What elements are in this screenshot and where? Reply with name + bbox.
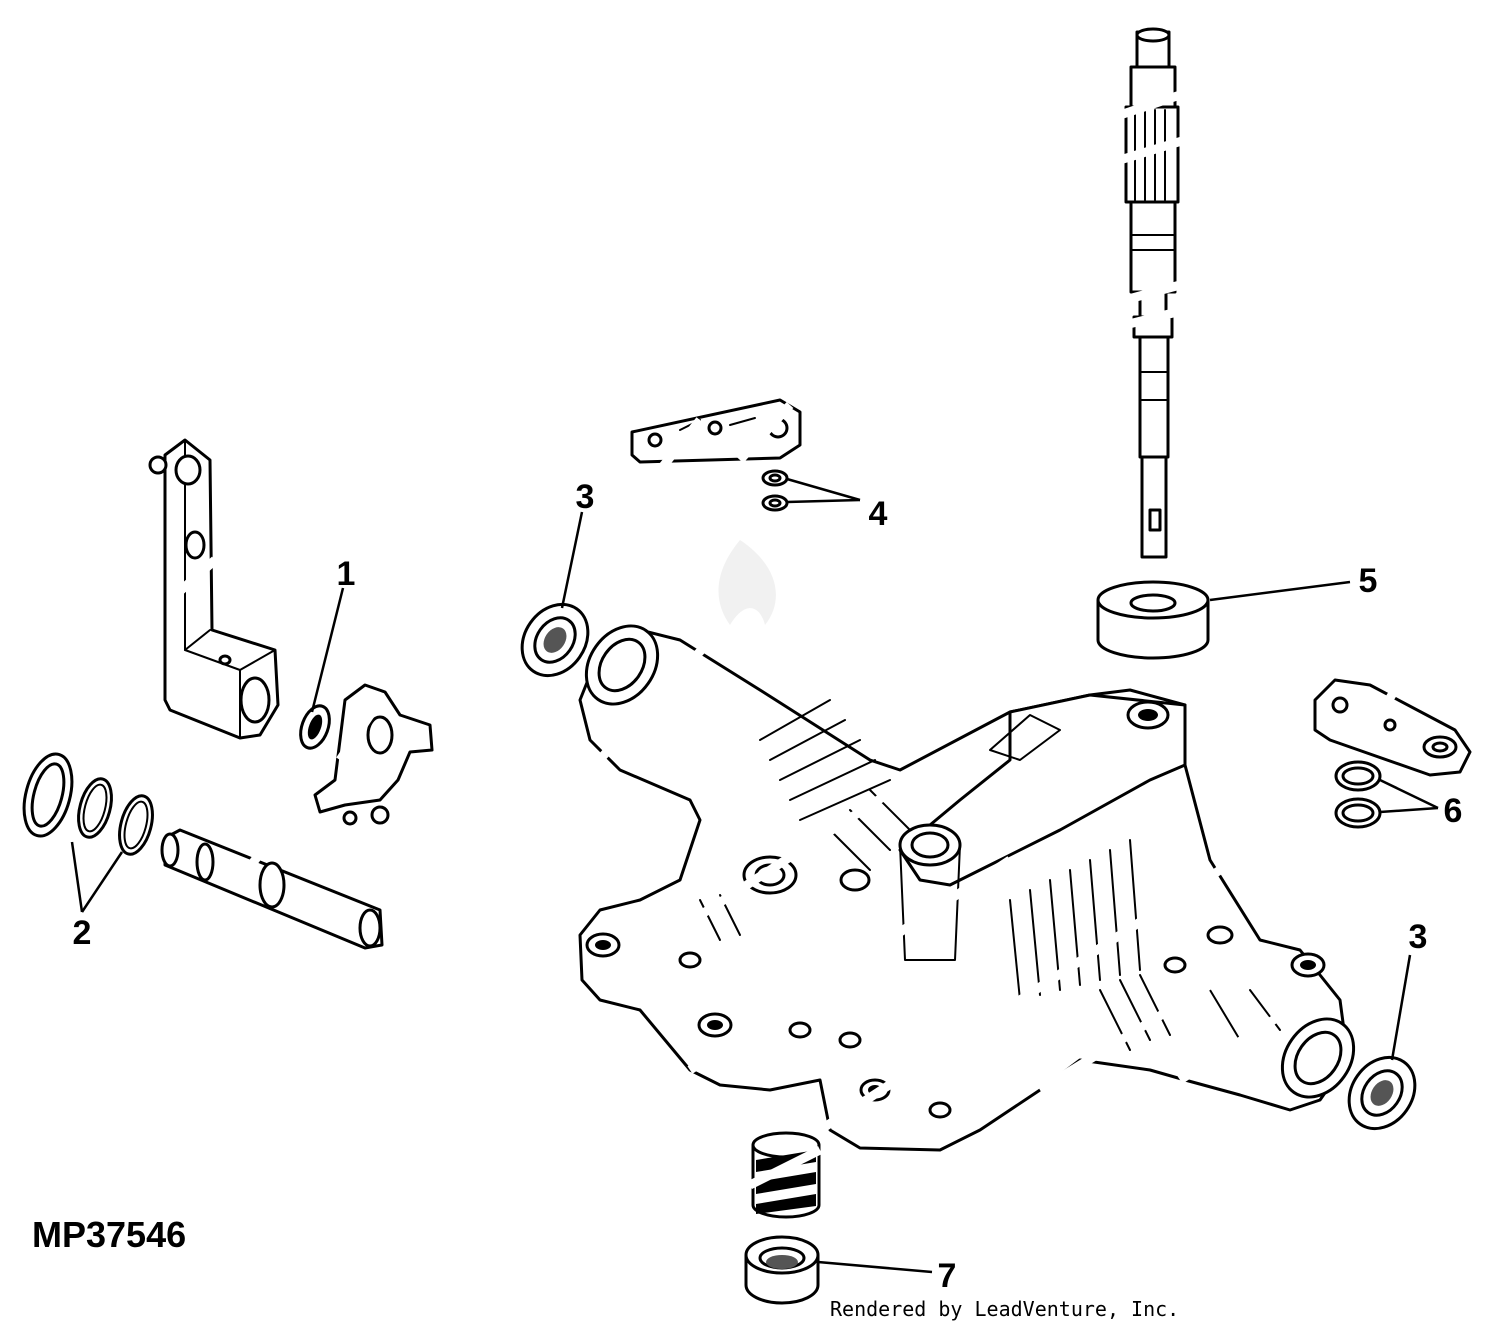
leader-3-lower <box>1390 954 1412 1061</box>
callout-4: 4 <box>869 495 888 533</box>
control-arm <box>148 438 280 740</box>
callout-7: 7 <box>938 1257 957 1295</box>
top-bracket <box>630 398 802 473</box>
transmission-housing <box>578 624 1356 1152</box>
seal-3-upper <box>520 602 590 678</box>
callout-6: 6 <box>1444 792 1463 830</box>
right-bracket <box>1313 678 1472 777</box>
spring <box>747 1131 823 1219</box>
figure-id: MP37546 <box>32 1214 186 1255</box>
rings-2 <box>22 752 154 856</box>
pivot-shaft <box>160 828 384 950</box>
leader-1 <box>310 587 345 713</box>
credit-text: Rendered by LeadVenture, Inc. <box>830 1297 1179 1321</box>
bushing-7 <box>744 1235 820 1305</box>
callout-2: 2 <box>73 914 92 952</box>
seal-3-lower <box>1347 1055 1417 1131</box>
washers-6 <box>1334 760 1382 829</box>
washers-4 <box>761 469 789 512</box>
seal-1 <box>299 704 331 750</box>
leader-6a <box>1379 778 1439 810</box>
leader-5 <box>1209 580 1351 602</box>
lever-arm <box>313 683 434 826</box>
leader-lines <box>70 477 1439 1274</box>
callout-3-lower: 3 <box>1409 918 1428 956</box>
callout-5: 5 <box>1359 562 1378 600</box>
callout-1: 1 <box>337 555 356 593</box>
callout-3-upper: 3 <box>576 478 595 516</box>
leader-3-upper <box>560 511 584 609</box>
leader-2a <box>70 841 84 913</box>
bearing-ring <box>1096 580 1210 660</box>
callout-labels: 1 2 3 4 5 6 3 7 <box>73 478 1463 1295</box>
leader-2b <box>80 851 124 913</box>
input-shaft <box>1118 27 1187 559</box>
leader-7 <box>817 1260 933 1274</box>
watermark-flame <box>718 540 776 625</box>
leader-6b <box>1379 806 1439 814</box>
leader-4a <box>786 477 861 502</box>
leader-4b <box>786 498 861 504</box>
